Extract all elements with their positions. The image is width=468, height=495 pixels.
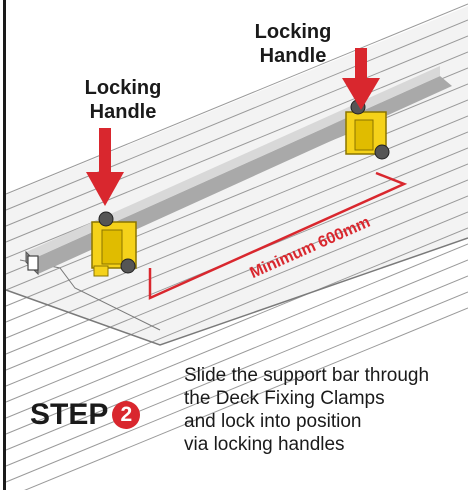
callout-locking-handle-right: Locking Handle xyxy=(238,20,348,68)
locking-handle-knob xyxy=(120,258,136,274)
instruction-line: and lock into position xyxy=(184,411,362,432)
step-instructions: Slide the support bar through the Deck F… xyxy=(184,364,464,456)
clamp-slot xyxy=(101,229,123,265)
arrow-shaft xyxy=(355,48,367,84)
callout-line: Handle xyxy=(259,45,327,67)
deck-rib-line xyxy=(5,259,468,451)
deck-rib-line xyxy=(5,243,468,435)
clamp-foot xyxy=(93,265,109,277)
frame-border xyxy=(3,0,6,490)
deck-rib-line xyxy=(5,211,468,403)
instruction-line: the Deck Fixing Clamps xyxy=(184,388,385,409)
support-bar-top xyxy=(26,66,440,262)
locking-handle-arrow-right xyxy=(342,48,380,110)
dimension-bracket xyxy=(148,171,408,300)
deck-rib-line xyxy=(5,3,468,195)
step-heading: STEP 2 xyxy=(30,398,141,432)
callout-line: Locking xyxy=(84,77,162,99)
arrow-head xyxy=(342,78,380,110)
locking-handle-knob xyxy=(374,144,390,160)
deck-rib-line xyxy=(5,35,468,227)
locking-handle-knob xyxy=(98,211,114,227)
deck-rib-line xyxy=(5,275,468,467)
deck-fixing-clamp-left xyxy=(91,211,137,277)
locking-handle-arrow-left xyxy=(86,128,124,206)
deck-rib-line xyxy=(5,131,468,323)
deck-rib-line xyxy=(5,51,468,243)
deck-rib-line xyxy=(5,99,468,291)
deck-rib-line xyxy=(5,179,468,371)
step-label: STEP xyxy=(30,398,109,431)
arrow-head xyxy=(86,172,124,206)
deck-fixing-clamp-right xyxy=(345,99,390,160)
instruction-line: Slide the support bar through xyxy=(184,365,430,386)
deck-rib-line xyxy=(5,291,468,483)
arrow-shaft xyxy=(99,128,111,178)
callout-line: Locking xyxy=(254,21,332,43)
deck-rib-line xyxy=(5,19,468,211)
support-bar-hollow-end xyxy=(27,255,39,271)
step-number-badge: 2 xyxy=(112,401,141,429)
callout-locking-handle-left: Locking Handle xyxy=(68,76,178,124)
deck-rib-line xyxy=(5,227,468,419)
deck-rib-line xyxy=(5,195,468,387)
deck-rib-line xyxy=(11,307,468,495)
clamp-slot xyxy=(354,119,374,151)
deck-edge xyxy=(5,237,468,346)
instruction-line: via locking handles xyxy=(184,434,345,455)
deck-rib-line xyxy=(5,115,468,307)
callout-line: Handle xyxy=(89,101,157,123)
